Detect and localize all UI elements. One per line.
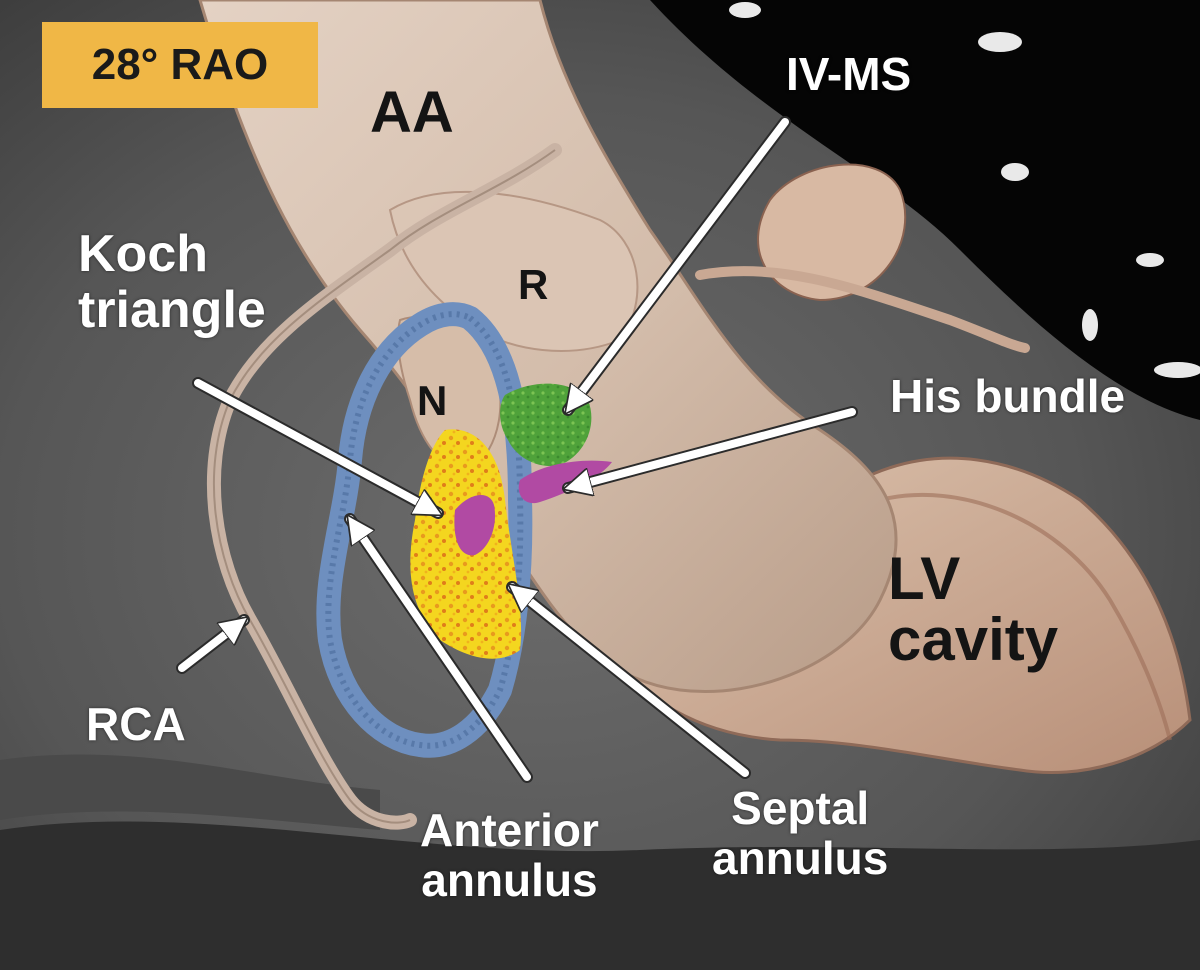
arrow-iv-ms — [562, 116, 791, 416]
label-r: R — [518, 261, 549, 308]
lung-vessels — [729, 2, 1200, 378]
label-anterior-annulus: Anterior annulus — [420, 804, 599, 906]
label-his-bundle: His bundle — [890, 370, 1126, 422]
label-lv-line2: cavity — [888, 606, 1059, 674]
label-iv-ms: IV-MS — [786, 48, 912, 100]
label-septal-line2: annulus — [712, 831, 889, 884]
annotation-arrows — [176, 116, 858, 783]
arrow-his-bundle — [568, 406, 858, 488]
label-septal-annulus: Septal annulus — [712, 782, 889, 884]
lung-field — [650, 0, 1200, 420]
label-koch-triangle: Koch triangle — [78, 226, 266, 338]
label-aa: AA — [370, 80, 454, 145]
arrow-septal-annulus — [506, 581, 751, 779]
ct-tissue-fold — [0, 754, 380, 830]
label-lv-cavity: LV cavity — [888, 545, 1059, 674]
arrow-rca — [176, 614, 250, 674]
label-anterior-line1: Anterior — [420, 804, 599, 856]
view-angle-badge: 28° RAO — [42, 22, 318, 108]
label-koch-line2: triangle — [78, 281, 266, 340]
ct-lower-band — [0, 821, 1200, 970]
label-anterior-line2: annulus — [421, 853, 598, 906]
ablation-target-region — [454, 494, 496, 556]
arrow-koch-triangle — [192, 377, 438, 519]
label-septal-line1: Septal — [731, 782, 870, 834]
label-n: N — [417, 377, 448, 424]
label-koch-line1: Koch — [78, 225, 208, 283]
label-lv-line1: LV — [888, 545, 961, 612]
label-rca: RCA — [86, 698, 186, 750]
arrow-anterior-annulus — [344, 513, 533, 783]
